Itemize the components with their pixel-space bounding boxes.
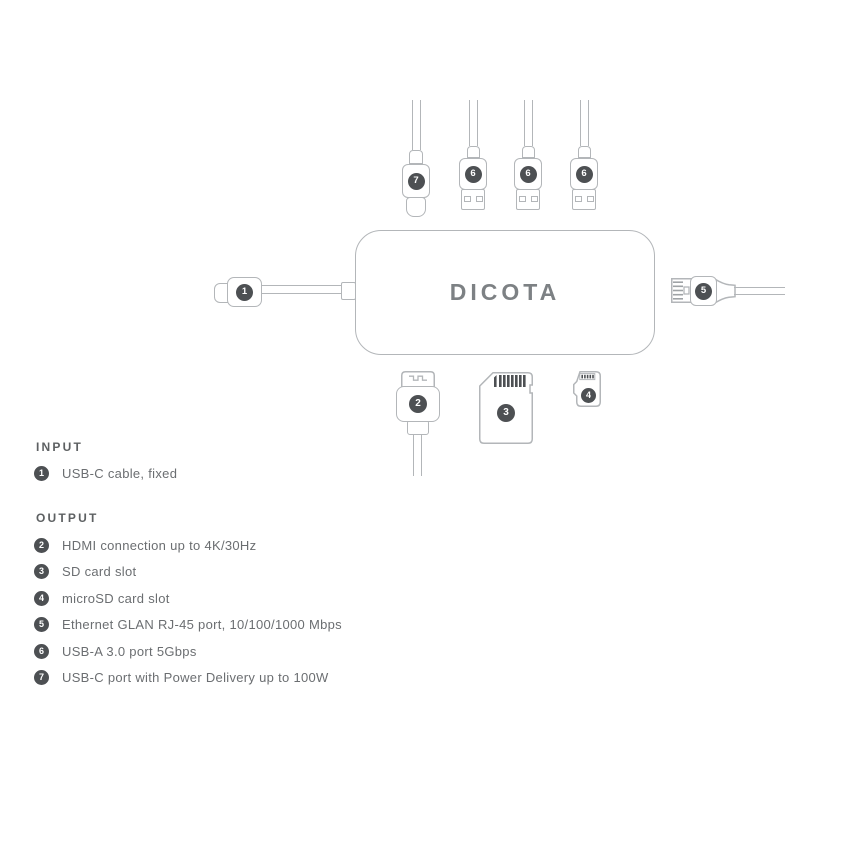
legend-label: USB-C port with Power Delivery up to 100… (62, 670, 329, 686)
cable-neck (521, 146, 535, 158)
cable-line (579, 100, 589, 146)
usb-a-plug-tip-icon (516, 189, 540, 210)
brand-logo: DICOTA (449, 279, 561, 305)
cable-line (734, 287, 785, 295)
cable-neck (409, 150, 423, 164)
legend-item-usb-c-pd: 7 USB-C port with Power Delivery up to 1… (34, 670, 342, 686)
usb-a-plug-tip-icon (572, 189, 596, 210)
cable-line (468, 100, 478, 146)
usb-a-plug-tip-icon (461, 189, 485, 210)
cable-line (411, 100, 421, 150)
hdmi-plug-tip-icon (401, 371, 435, 388)
usb-a-plug-body: 6 (570, 158, 598, 190)
usb-a-pin (530, 196, 538, 202)
connector-usb-a-2: 6 (513, 100, 543, 210)
legend-item-sd: 3 SD card slot (34, 564, 342, 580)
legend-label: microSD card slot (62, 590, 170, 606)
legend-label: HDMI connection up to 4K/30Hz (62, 537, 257, 553)
hub-body: DICOTA (355, 230, 655, 355)
cable-neck (466, 146, 480, 158)
connector-hdmi: 2 (396, 386, 440, 422)
cable-relief (407, 420, 429, 435)
usb-a-pin (586, 196, 594, 202)
legend-badge: 6 (34, 643, 49, 659)
legend-label: USB-A 3.0 port 5Gbps (62, 643, 197, 659)
rj45-boot-icon (714, 277, 736, 305)
usb-a-plug-body: 6 (459, 158, 487, 190)
legend-input-list: 1 USB-C cable, fixed (34, 466, 177, 493)
connector-usb-a-3: 6 (569, 100, 599, 210)
port-badge-usb-a: 6 (464, 165, 482, 183)
usb-a-pin (574, 196, 582, 202)
port-badge-usb-a: 6 (575, 165, 593, 183)
port-badge-microsd: 4 (581, 388, 596, 403)
legend-output-heading: OUTPUT (36, 511, 99, 525)
port-badge-usb-c-pd: 7 (407, 172, 425, 190)
legend-badge: 2 (34, 537, 49, 553)
cable-line (523, 100, 533, 146)
legend-badge: 7 (34, 670, 49, 686)
legend-label: USB-C cable, fixed (62, 466, 178, 481)
legend-item-ethernet: 5 Ethernet GLAN RJ-45 port, 10/100/1000 … (34, 617, 342, 633)
legend-item-usb-c-cable: 1 USB-C cable, fixed (34, 466, 177, 481)
usb-c-plug-tip-icon (406, 197, 426, 217)
legend-label: SD card slot (62, 564, 137, 580)
cable-line (412, 435, 422, 476)
legend-item-usb-a: 6 USB-A 3.0 port 5Gbps (34, 643, 342, 659)
legend-input-heading: INPUT (36, 440, 83, 454)
cable-hub-plug (341, 282, 356, 300)
port-badge-ethernet: 5 (695, 282, 712, 300)
legend-badge: 1 (34, 466, 49, 481)
connector-usb-c-pd: 7 (401, 100, 431, 217)
usb-c-plug-body: 7 (402, 164, 430, 198)
legend-item-microsd: 4 microSD card slot (34, 590, 342, 606)
legend-label: Ethernet GLAN RJ-45 port, 10/100/1000 Mb… (62, 617, 342, 633)
usb-a-pin (463, 196, 471, 202)
port-badge-usb-a: 6 (519, 165, 537, 183)
port-badge-sd: 3 (497, 404, 515, 422)
connector-usb-c-cable: 1 (227, 277, 262, 307)
port-badge-usb-c-cable: 1 (236, 283, 253, 301)
legend-output-list: 2 HDMI connection up to 4K/30Hz 3 SD car… (34, 537, 342, 698)
usb-a-pin (475, 196, 483, 202)
legend-item-hdmi: 2 HDMI connection up to 4K/30Hz (34, 537, 342, 553)
port-badge-hdmi: 2 (409, 395, 427, 413)
legend-badge: 4 (34, 590, 49, 606)
connector-usb-a-1: 6 (458, 100, 488, 210)
cable-neck (577, 146, 591, 158)
connector-ethernet: 5 (690, 276, 717, 306)
cable-line (260, 285, 343, 294)
legend-badge: 3 (34, 564, 49, 580)
usb-a-plug-body: 6 (514, 158, 542, 190)
usb-a-pin (518, 196, 526, 202)
legend-badge: 5 (34, 617, 49, 633)
